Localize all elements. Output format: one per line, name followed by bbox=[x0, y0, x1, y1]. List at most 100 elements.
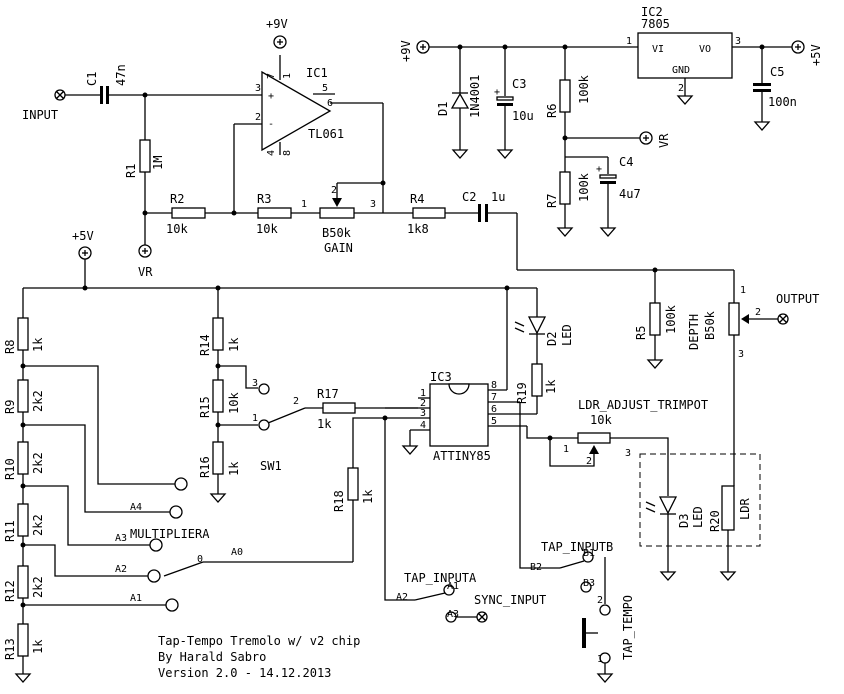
svg-text:3: 3 bbox=[735, 36, 741, 47]
r14-value: 1k bbox=[227, 337, 241, 352]
ic2-gnd: GND bbox=[672, 65, 690, 76]
input-label: INPUT bbox=[22, 108, 58, 122]
multiplier-a1-contact[interactable] bbox=[165, 598, 179, 612]
multiplier-wiper[interactable] bbox=[163, 561, 204, 577]
ic2-label: IC2 bbox=[641, 5, 663, 19]
resistor-r9 bbox=[17, 379, 29, 413]
tap-inputb-contact-3[interactable] bbox=[580, 581, 592, 593]
r19-label: R19 bbox=[515, 382, 529, 404]
svg-text:2: 2 bbox=[586, 456, 592, 467]
c3-value: 10u bbox=[512, 109, 534, 123]
sw1-lever[interactable] bbox=[267, 407, 306, 424]
svg-text:2: 2 bbox=[755, 307, 761, 318]
d2-part: LED bbox=[560, 324, 574, 346]
tap-inputa-contact-3[interactable] bbox=[445, 611, 457, 623]
r8-value: 1k bbox=[31, 337, 45, 352]
ldr-r20 bbox=[721, 485, 735, 531]
c1-label: C1 bbox=[85, 72, 99, 86]
gain-pot bbox=[319, 207, 355, 219]
multiplier-a4-contact[interactable] bbox=[174, 477, 188, 491]
resistor-r14 bbox=[212, 317, 224, 351]
r7-value: 100k bbox=[577, 172, 591, 202]
r16-value: 1k bbox=[227, 461, 241, 476]
r5-value: 100k bbox=[664, 304, 678, 334]
svg-text:5: 5 bbox=[322, 83, 328, 94]
c2-value: 1u bbox=[491, 190, 505, 204]
capacitor-c5 bbox=[753, 83, 771, 86]
ldr-trimpot bbox=[577, 432, 611, 444]
vr-label-left: VR bbox=[138, 265, 153, 279]
r19-value: 1k bbox=[544, 379, 558, 394]
svg-text:8: 8 bbox=[282, 150, 293, 156]
vr-label-supply: VR bbox=[657, 133, 671, 148]
multiplier-a4-pin[interactable] bbox=[169, 505, 183, 519]
opamp-minus: - bbox=[268, 119, 274, 130]
plus5v-label-left: +5V bbox=[72, 229, 94, 243]
led-d2 bbox=[514, 316, 547, 335]
svg-text:4: 4 bbox=[420, 420, 426, 431]
vr-node-supply bbox=[639, 131, 653, 145]
tap-tempo-pin-2[interactable] bbox=[599, 604, 611, 616]
svg-text:7: 7 bbox=[491, 392, 497, 403]
title-line-3: Version 2.0 - 14.12.2013 bbox=[158, 666, 331, 680]
resistor-r6 bbox=[559, 79, 571, 113]
resistor-r15 bbox=[212, 379, 224, 413]
tap-inputa-contact-1[interactable] bbox=[443, 584, 455, 596]
resistor-r16 bbox=[212, 441, 224, 475]
sw1-label: SW1 bbox=[260, 459, 282, 473]
input-connector[interactable] bbox=[54, 89, 66, 101]
depth-value: B50k bbox=[703, 310, 717, 340]
d3-label: D3 bbox=[677, 514, 691, 528]
tap-inputb-contact-1[interactable] bbox=[582, 551, 594, 563]
r20-part: LDR bbox=[738, 498, 752, 520]
svg-text:1: 1 bbox=[563, 444, 569, 455]
r17-label: R17 bbox=[317, 387, 339, 401]
r13-value: 1k bbox=[31, 639, 45, 654]
tapinputb-label: TAP_INPUTB bbox=[541, 540, 613, 554]
r4-value: 1k8 bbox=[407, 222, 429, 236]
d2-label: D2 bbox=[545, 332, 559, 346]
led-d3 bbox=[645, 496, 678, 515]
ldrtrim-label: LDR_ADJUST_TRIMPOT bbox=[578, 398, 708, 412]
r17-value: 1k bbox=[317, 417, 332, 431]
svg-text:0: 0 bbox=[197, 554, 203, 565]
svg-text:1: 1 bbox=[626, 36, 632, 47]
plus9v-label-supply: +9V bbox=[399, 40, 413, 62]
tap-tempo-pushbutton[interactable] bbox=[582, 618, 586, 648]
ic1-label: IC1 bbox=[306, 66, 328, 80]
sw1-contact-3[interactable] bbox=[258, 383, 270, 395]
multiplier-a2-contact[interactable] bbox=[147, 569, 161, 583]
svg-text:3: 3 bbox=[252, 378, 258, 389]
output-connector[interactable] bbox=[777, 313, 789, 325]
svg-text:+: + bbox=[596, 164, 602, 175]
resistor-r8 bbox=[17, 317, 29, 351]
tap-inputb-lever[interactable] bbox=[559, 560, 585, 569]
svg-text:A3: A3 bbox=[447, 609, 459, 620]
capacitor-c1 bbox=[100, 86, 109, 104]
r1-label: R1 bbox=[124, 164, 138, 178]
resistor-r4 bbox=[412, 207, 446, 219]
ic2-vi: VI bbox=[652, 44, 664, 55]
a4-label: A4 bbox=[130, 502, 142, 513]
sync-input-connector[interactable] bbox=[476, 611, 488, 623]
svg-text:8: 8 bbox=[491, 380, 497, 391]
output-label: OUTPUT bbox=[776, 292, 819, 306]
multiplier-a3-contact[interactable] bbox=[149, 538, 163, 552]
tap-inputa-lever[interactable] bbox=[414, 592, 446, 601]
r20-label: R20 bbox=[708, 510, 722, 532]
c3-label: C3 bbox=[512, 77, 526, 91]
opamp-plus: + bbox=[268, 91, 274, 102]
resistor-r3 bbox=[257, 207, 292, 219]
svg-text:3: 3 bbox=[255, 83, 261, 94]
sw1-contact-1[interactable] bbox=[258, 419, 270, 431]
resistor-r12 bbox=[17, 565, 29, 599]
resistor-r1 bbox=[139, 139, 151, 173]
svg-text:2: 2 bbox=[293, 396, 299, 407]
gain-label: GAIN bbox=[324, 241, 353, 255]
svg-text:2: 2 bbox=[420, 398, 426, 409]
r18-value: 1k bbox=[361, 489, 375, 504]
a0-label: A0 bbox=[231, 547, 243, 558]
svg-text:B3: B3 bbox=[583, 578, 595, 589]
capacitor-c3 bbox=[496, 96, 514, 101]
